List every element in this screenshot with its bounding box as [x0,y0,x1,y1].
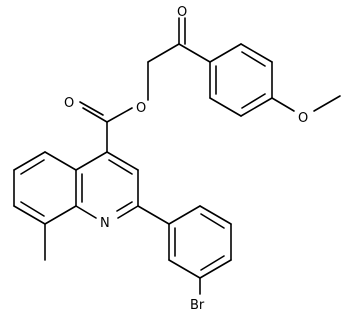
atom-label-oxygen: O [298,111,308,126]
bond [313,95,341,112]
bond [44,151,77,171]
bond [79,101,104,116]
bond [199,205,232,225]
bond [209,97,242,117]
bond [168,205,201,225]
bond [178,43,211,63]
bond [168,259,201,279]
bond [271,97,295,112]
bond [241,93,266,109]
bond [20,201,45,217]
bond [240,43,273,63]
atom-label-nitrogen: N [100,216,110,231]
bond [82,107,108,123]
bond [137,205,170,225]
bond [75,205,97,219]
bond [13,205,46,225]
bond [200,213,225,229]
bond [147,43,180,63]
bond [44,205,77,225]
bond [116,201,133,212]
bond [241,51,266,67]
bond [106,151,139,171]
bond [209,43,242,63]
bond [108,159,133,175]
atom-label-oxygen: O [136,101,146,116]
bond [13,151,46,171]
bond [20,159,45,175]
bond [199,259,232,279]
atom-label-oxygen: O [64,96,74,111]
bond [240,97,273,117]
bond [106,107,133,123]
bond [75,151,108,171]
bond [117,205,139,219]
atom-label-bromine: Br [190,298,205,313]
bond [200,255,225,271]
atom-label-oxygen: O [177,5,187,20]
